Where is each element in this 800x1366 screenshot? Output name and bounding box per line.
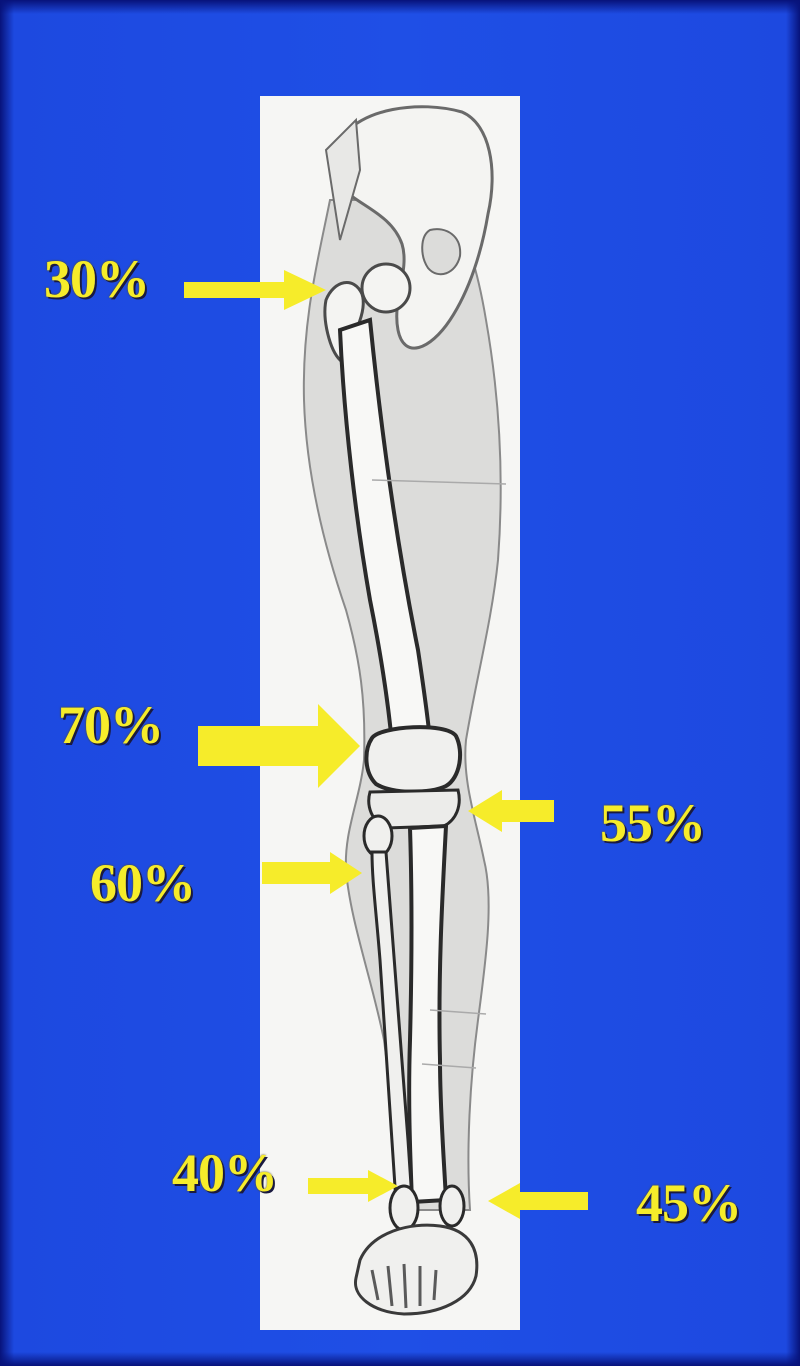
percent-label-hip: 30% — [44, 252, 149, 306]
percent-label-ankle-lateral: 45% — [636, 1176, 741, 1230]
percent-label-knee-joint: 55% — [600, 796, 705, 850]
percent-label-ankle-medial: 40% — [172, 1146, 277, 1200]
percent-label-knee-femur: 70% — [58, 698, 163, 752]
percent-label-fibula-head: 60% — [90, 856, 195, 910]
